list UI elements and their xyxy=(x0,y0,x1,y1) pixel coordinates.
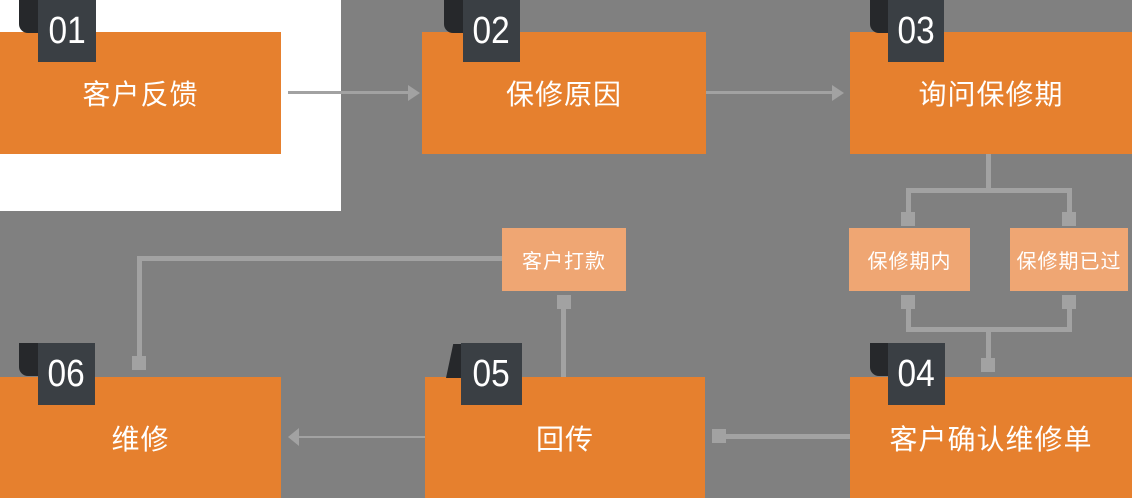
sub-box-customer-payment: 客户打款 xyxy=(502,228,626,291)
connector-merge-left-drop xyxy=(906,307,911,332)
sub-box-label: 保修期已过 xyxy=(1016,251,1122,273)
step-label: 回传 xyxy=(535,423,594,455)
sub-box-in-warranty: 保修期内 xyxy=(849,228,970,291)
connector-merge-stem-step4 xyxy=(986,327,991,360)
square-cap-icon xyxy=(901,295,915,309)
square-cap-icon xyxy=(901,212,915,226)
step-label: 客户反馈 xyxy=(82,79,199,110)
step-number: 03 xyxy=(897,9,935,52)
step-number-badge-02: 02 xyxy=(463,0,520,62)
step-label: 保修原因 xyxy=(505,79,622,110)
badge-corner-tab xyxy=(19,343,38,376)
step-number-badge-04: 04 xyxy=(888,343,945,405)
connector-step3-branch-horizontal xyxy=(906,188,1072,193)
step-label: 询问保修期 xyxy=(918,79,1064,110)
step-number-badge-03: 03 xyxy=(888,0,944,62)
step-label: 维修 xyxy=(111,423,170,455)
badge-corner-tab xyxy=(444,0,463,33)
connector-line-step5-step6 xyxy=(299,436,425,438)
connector-branch-left-drop xyxy=(906,188,911,214)
sub-box-label: 客户打款 xyxy=(522,251,606,273)
sub-box-warranty-expired: 保修期已过 xyxy=(1010,228,1128,291)
arrowhead-right-icon xyxy=(832,85,844,101)
square-cap-icon xyxy=(1062,295,1076,309)
connector-branch-right-drop xyxy=(1067,188,1072,214)
step-box-send-back: 回传 xyxy=(425,377,705,498)
badge-corner-tab xyxy=(446,344,462,378)
connector-payment-step5 xyxy=(561,307,566,377)
badge-corner-tab xyxy=(870,343,889,376)
step-number-badge-01: 01 xyxy=(38,0,96,62)
square-cap-icon xyxy=(981,358,995,372)
connector-step3-branch-stem xyxy=(986,154,991,193)
step-number-badge-05: 05 xyxy=(461,343,522,405)
square-cap-icon xyxy=(132,356,146,370)
step-label: 客户确认维修单 xyxy=(889,423,1093,455)
arrowhead-right-icon xyxy=(408,85,420,101)
connector-payment-step6-vertical xyxy=(137,256,142,358)
square-cap-icon xyxy=(557,295,571,309)
badge-corner-tab xyxy=(19,0,38,33)
step-number: 01 xyxy=(48,9,86,52)
step-number: 02 xyxy=(472,9,511,52)
connector-payment-step6-horizontal xyxy=(137,256,502,261)
step-number: 04 xyxy=(897,352,936,395)
sub-box-label: 保修期内 xyxy=(867,251,952,273)
connector-merge-right-drop xyxy=(1067,307,1072,332)
connector-line-step2-step3 xyxy=(706,91,832,94)
arrowhead-left-icon xyxy=(288,428,299,446)
connector-step4-step5 xyxy=(724,434,850,439)
step-number: 06 xyxy=(47,352,86,395)
square-cap-icon xyxy=(1062,212,1076,226)
step-number-badge-06: 06 xyxy=(38,343,95,405)
step-box-warranty-reason: 保修原因 xyxy=(422,32,706,154)
badge-corner-tab xyxy=(870,0,889,33)
connector-line-step1-step2 xyxy=(288,91,408,94)
step-number: 05 xyxy=(472,352,511,395)
square-cap-icon xyxy=(712,429,726,443)
